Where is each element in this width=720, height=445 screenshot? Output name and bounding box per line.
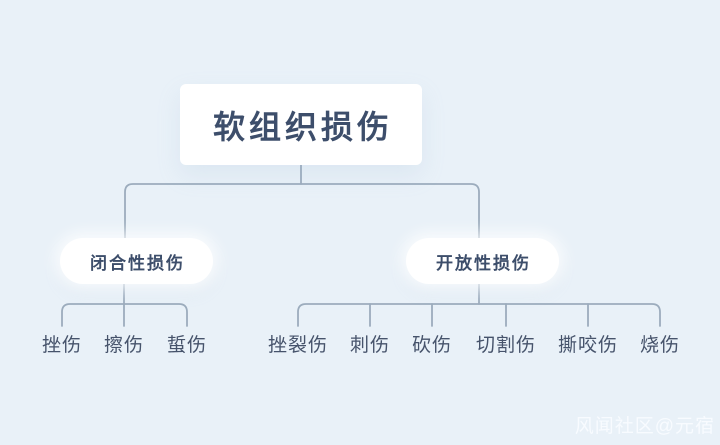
branch-node-open-injury: 开放性损伤 <box>406 238 559 284</box>
root-node: 软组织损伤 <box>180 84 422 165</box>
watermark: 风闻社区@元宿 <box>574 416 715 437</box>
leaf-node: 烧伤 <box>639 335 681 356</box>
leaf-node: 蜇伤 <box>166 335 208 356</box>
leaf-node: 挫裂伤 <box>267 335 329 356</box>
connector-left-bracket <box>61 303 188 327</box>
leaf-node: 砍伤 <box>411 335 453 356</box>
leaf-node: 撕咬伤 <box>557 335 619 356</box>
branch-node-label: 闭合性损伤 <box>90 253 185 273</box>
connector-level1-bracket <box>124 183 480 239</box>
leaf-node: 刺伤 <box>349 335 391 356</box>
connector-right-bracket <box>297 303 661 327</box>
branch-node-closed-injury: 闭合性损伤 <box>60 238 213 284</box>
leaf-node: 切割伤 <box>475 335 537 356</box>
leaf-node: 挫伤 <box>41 335 83 356</box>
leaf-node: 擦伤 <box>103 335 145 356</box>
connector-right-drops <box>369 303 589 327</box>
branch-node-label: 开放性损伤 <box>436 253 531 273</box>
root-node-label: 软组织损伤 <box>212 108 393 145</box>
